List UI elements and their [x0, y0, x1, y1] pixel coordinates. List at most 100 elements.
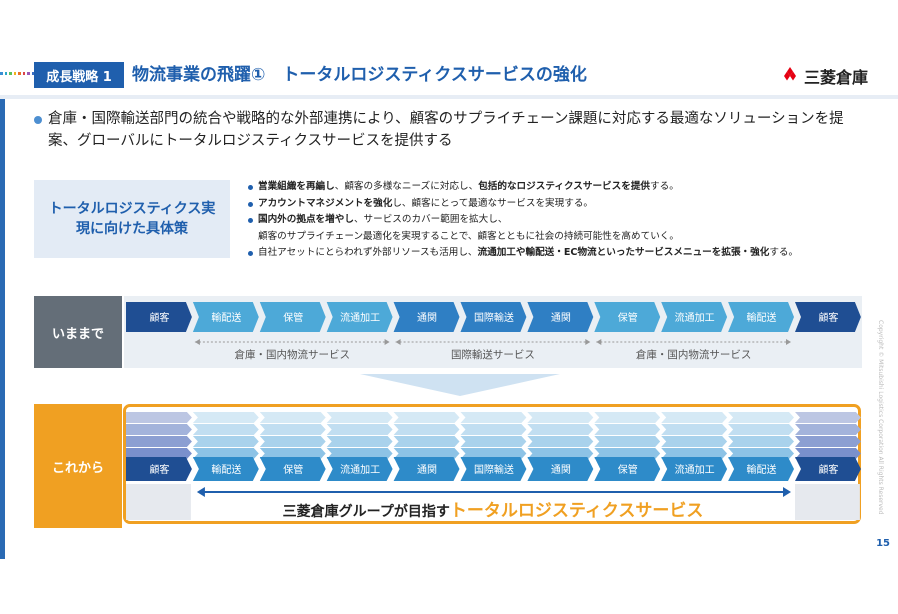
flow-step-arrow: [460, 302, 527, 332]
flow-layer-arrow: [460, 412, 527, 423]
segment-arrowhead: [384, 339, 390, 345]
accent-dot: [31, 72, 34, 75]
flow-step-label: 顧客: [818, 311, 838, 324]
accent-dot: [0, 72, 3, 75]
flow-step-label: 保管: [283, 463, 303, 476]
flow-layer-arrow: [661, 412, 728, 423]
measure-item: 営業組織を再編し、顧客の多様なニーズに対応し、包括的なロジスティクスサービスを提…: [248, 180, 878, 195]
flow-layer-arrow: [594, 436, 661, 447]
page-title: 物流事業の飛躍① トータルロジスティクスサービスの強化: [132, 65, 587, 85]
flow-layer-arrow: [728, 412, 794, 423]
flow-layer-arrow: [460, 424, 527, 435]
flow-step-arrow: [661, 302, 728, 332]
flow-layer-arrow: [192, 448, 259, 459]
flow-layer-arrow: [460, 436, 527, 447]
segment-arrowhead: [596, 339, 602, 345]
flow-step-arrow: [795, 302, 861, 332]
flow-layer-arrow: [393, 412, 460, 423]
left-accent-bar: [0, 99, 5, 559]
header-rule: [0, 95, 898, 99]
after-label: これから: [34, 404, 122, 528]
flow-layer-arrow: [126, 424, 192, 435]
customer-column-left: [126, 484, 191, 520]
flow-layer-arrow: [594, 424, 661, 435]
goal-statement: 三菱倉庫グループが目指すトータルロジスティクスサービス: [124, 496, 862, 521]
flow-step-arrow: [393, 457, 460, 481]
flow-layer-arrow: [527, 436, 594, 447]
flow-layer-arrow: [259, 412, 326, 423]
flow-step-label: 顧客: [149, 311, 169, 324]
measure-item: 国内外の拠点を増やし、サービスのカバー範囲を拡大し、: [248, 213, 878, 228]
flow-layer-arrow: [326, 424, 393, 435]
flow-layer-arrow: [393, 436, 460, 447]
flow-step-label: 顧客: [149, 463, 169, 476]
segment-label: 国際輸送サービス: [451, 348, 535, 361]
flow-step-arrow: [728, 457, 794, 481]
flow-step-label: 保管: [283, 311, 303, 324]
accent-dot: [22, 72, 25, 75]
segment-label: 倉庫・国内物流サービス: [636, 348, 752, 361]
flow-step-arrow: [326, 302, 393, 332]
flow-layer-arrow: [393, 448, 460, 459]
flow-step-label: 通関: [417, 312, 437, 324]
flow-step-arrow: [594, 302, 661, 332]
measures-title: トータルロジスティクス実現に向けた具体策: [48, 201, 216, 237]
flow-step-arrow: [527, 302, 594, 332]
flow-layer-arrow: [192, 412, 259, 423]
mitsubishi-diamonds-icon: [784, 67, 796, 81]
flow-step-label: 国際輸送: [474, 311, 514, 324]
flow-step-label: 輸配送: [211, 463, 241, 476]
measure-text: 国内外の拠点を増やし: [258, 214, 354, 225]
flow-step-label: 輸配送: [211, 311, 241, 324]
flow-step-label: 通関: [551, 464, 571, 476]
measure-text: 、顧客の多様なニーズに対応し、: [334, 181, 479, 192]
measure-text: 流通加工や輸配送・EC物流といったサービスメニューを拡張・強化: [477, 247, 770, 258]
flow-layer-arrow: [460, 448, 527, 459]
measure-text: 包括的なロジスティクスサービスを提供: [478, 181, 651, 192]
flow-step-arrow: [527, 457, 594, 481]
flow-step-label: 顧客: [818, 463, 838, 476]
company-logo: 三菱倉庫: [780, 64, 868, 88]
flow-step-arrow: [259, 302, 326, 332]
accent-dot: [27, 72, 30, 75]
flow-step-label: 輸配送: [747, 463, 777, 476]
flow-step-arrow: [728, 302, 794, 332]
total-span-arrowhead-left: [196, 487, 205, 497]
accent-dot: [9, 72, 12, 75]
header-accent-dots: [0, 72, 34, 76]
accent-dot: [18, 72, 21, 75]
flow-step-arrow: [192, 302, 259, 332]
flow-step-label: 輸配送: [747, 311, 777, 324]
flow-layer-arrow: [594, 448, 661, 459]
flow-layer-arrow: [259, 424, 326, 435]
flow-layer-arrow: [795, 412, 861, 423]
flow-step-arrow: [460, 457, 527, 481]
flow-step-label: 保管: [618, 311, 638, 324]
accent-dot: [4, 72, 7, 75]
flow-layer-arrow: [527, 412, 594, 423]
flow-layer-arrow: [661, 436, 728, 447]
copyright-notice: Copyright © Mitsubishi Logistics Corpora…: [874, 320, 888, 530]
bullet-icon: [34, 116, 42, 124]
measures-title-box: トータルロジスティクス実現に向けた具体策: [34, 180, 230, 258]
flow-step-label: 流通加工: [340, 311, 380, 324]
flow-step-arrow: [594, 457, 661, 481]
growth-strategy-badge: 成長戦略 1: [34, 62, 124, 88]
measure-text: し、顧客にとって最適なサービスを実現する。: [392, 197, 594, 209]
flow-layer-arrow: [192, 424, 259, 435]
flow-step-arrow: [259, 457, 326, 481]
flow-layer-arrow: [661, 424, 728, 435]
copyright-text: Copyright © Mitsubishi Logistics Corpora…: [877, 320, 884, 515]
measure-item: アカウントマネジメントを強化し、顧客にとって最適なサービスを実現する。: [248, 197, 878, 212]
flow-step-label: 通関: [417, 464, 437, 476]
segment-arrowhead: [786, 339, 791, 345]
measure-item: 自社アセットにとらわれず外部リソースも活用し、流通加工や輸配送・EC物流といった…: [248, 246, 878, 261]
flow-layer-arrow: [326, 448, 393, 459]
flow-step-label: 通関: [551, 312, 571, 324]
flow-step-arrow: [326, 457, 393, 481]
flow-step-label: 保管: [618, 463, 638, 476]
segment-label: 倉庫・国内物流サービス: [235, 348, 351, 361]
flow-layer-arrow: [728, 436, 794, 447]
measure-item: 顧客のサプライチェーン最適化を実現することで、顧客とともに社会の持続可能性を高め…: [248, 230, 878, 245]
